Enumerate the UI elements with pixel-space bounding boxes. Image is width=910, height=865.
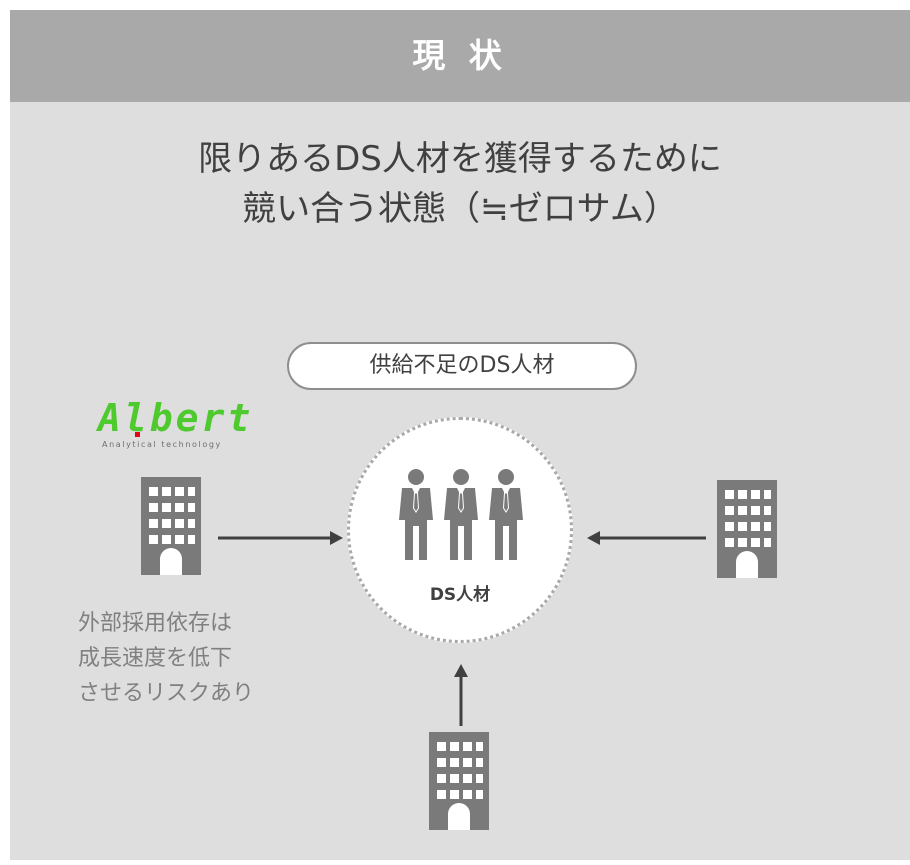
logo-red-dot (135, 432, 140, 437)
risk-note-line: させるリスクあり (78, 681, 255, 706)
bottom-arrow-icon (454, 664, 468, 726)
talent-pool-circle (347, 417, 573, 643)
data-scientists-people-icon (399, 469, 523, 560)
left-company-building-icon (141, 477, 201, 575)
headline-line-1: 限りあるDS人材を獲得するために (198, 139, 722, 179)
bottom-company-building-icon (429, 732, 489, 830)
header-title: 現 状 (10, 10, 910, 102)
right-arrow-icon (587, 531, 706, 545)
logo-wordmark: Albert (98, 396, 254, 440)
risk-note: 外部採用依存は 成長速度を低下 させるリスクあり (78, 606, 254, 711)
risk-note-line: 成長速度を低下 (78, 646, 233, 671)
talent-pool-label: DS人材 (429, 585, 491, 605)
person-icon (399, 469, 433, 560)
albert-logo: Albert Analytical technology (98, 398, 258, 460)
shortage-label-pill: 供給不足のDS人材 (287, 342, 637, 390)
headline-line-2: 競い合う状態（≒ゼロサム） (242, 189, 678, 229)
right-company-building-icon (717, 480, 777, 578)
logo-tagline: Analytical technology (102, 440, 222, 449)
headline: 限りあるDS人材を獲得するために 競い合う状態（≒ゼロサム） (10, 134, 910, 234)
person-icon (444, 469, 478, 560)
person-icon (489, 469, 523, 560)
slide-panel: 現 状 限りあるDS人材を獲得するために 競い合う状態（≒ゼロサム） 供給不足の… (10, 10, 910, 860)
risk-note-line: 外部採用依存は (78, 611, 233, 636)
left-arrow-icon (218, 531, 343, 545)
